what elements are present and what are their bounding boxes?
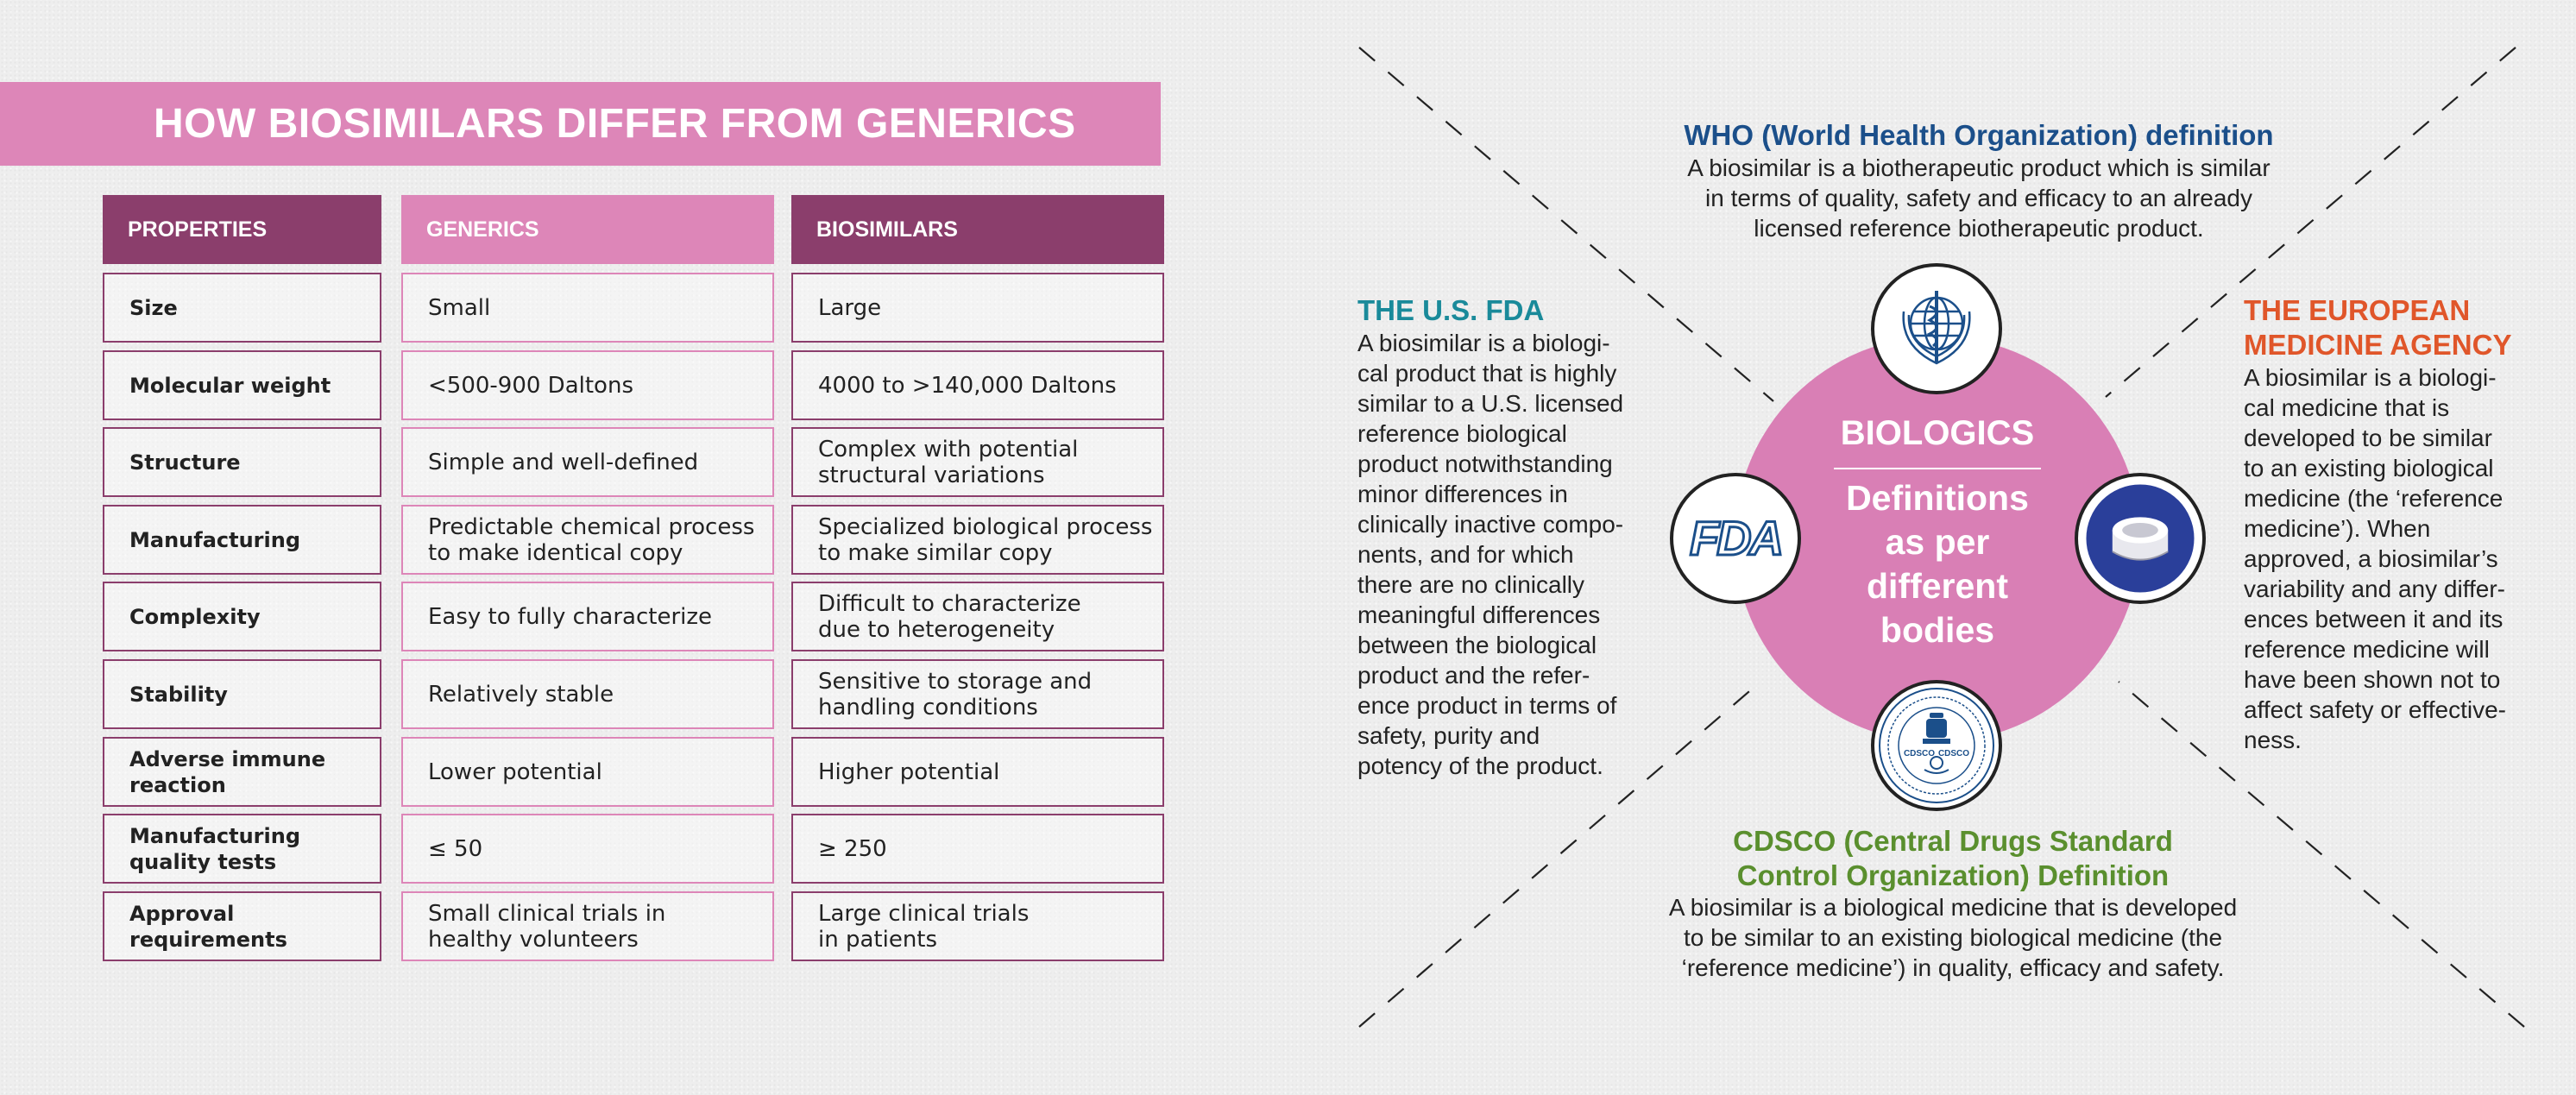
cdsco-badge: CDSCO CDSCO bbox=[1871, 680, 2002, 811]
fda-line: A biosimilar is a biologi- bbox=[1357, 330, 1610, 356]
header-generics: GENERICS bbox=[401, 195, 774, 264]
table-title: HOW BIOSIMILARS DIFFER FROM GENERICS bbox=[154, 101, 1076, 147]
ema-title-line: MEDICINE AGENCY bbox=[2244, 329, 2512, 361]
cell-biosimilars: 4000 to >140,000 Daltons bbox=[791, 350, 1164, 420]
cdsco-seal-icon: CDSCO CDSCO bbox=[1879, 688, 1994, 803]
fda-line: product notwithstanding bbox=[1357, 450, 1613, 477]
who-definition: A biosimilar is a biotherapeutic product… bbox=[1621, 153, 2337, 243]
ema-line: to an existing biological bbox=[2244, 455, 2494, 481]
ema-line: approved, a biosimilar’s bbox=[2244, 545, 2498, 572]
fda-title: THE U.S. FDA bbox=[1357, 294, 1545, 326]
cell-biosimilars: Higher potential bbox=[791, 737, 1164, 807]
cdsco-seal-text-left: CDSCO bbox=[1904, 749, 1935, 758]
ema-line: reference medicine will bbox=[2244, 636, 2490, 663]
fda-line: nents, and for which bbox=[1357, 541, 1574, 568]
cell-property: Manufacturing quality tests bbox=[103, 814, 381, 884]
cdsco-title-line: Control Organization) Definition bbox=[1736, 859, 2170, 891]
cdsco-line: A biosimilar is a biological medicine th… bbox=[1668, 894, 2238, 921]
header-biosimilars: BIOSIMILARS bbox=[791, 195, 1164, 264]
ema-line: ences between it and its bbox=[2244, 606, 2504, 632]
biologics-circle bbox=[1735, 337, 2140, 742]
center-title: BIOLOGICS bbox=[1840, 414, 2035, 452]
cell-property: Complexity bbox=[103, 582, 381, 651]
cell-generics: ≤ 50 bbox=[401, 814, 774, 884]
cell-biosimilars: Sensitive to storage and handling condit… bbox=[791, 659, 1164, 729]
fda-line: cal product that is highly bbox=[1357, 360, 1617, 387]
dash-line-bottom-left bbox=[1358, 681, 1761, 1028]
cdsco-line: ‘reference medicine’) in quality, effica… bbox=[1681, 954, 2225, 981]
cell-biosimilars: Complex with potential structural variat… bbox=[791, 427, 1164, 497]
cell-generics: Small bbox=[401, 273, 774, 343]
fda-line: between the biological bbox=[1357, 632, 1597, 658]
cell-generics: Relatively stable bbox=[401, 659, 774, 729]
fda-line: similar to a U.S. licensed bbox=[1357, 390, 1624, 417]
who-line: in terms of quality, safety and efficacy… bbox=[1705, 185, 2252, 211]
cell-property: Manufacturing bbox=[103, 505, 381, 575]
center-divider bbox=[1834, 468, 2041, 469]
fda-logo-text: FDA bbox=[1690, 511, 1781, 565]
cell-property: Molecular weight bbox=[103, 350, 381, 420]
cell-generics: <500-900 Daltons bbox=[401, 350, 774, 420]
cdsco-line: to be similar to an existing biological … bbox=[1683, 924, 2223, 951]
cell-generics: Small clinical trials in healthy volunte… bbox=[401, 891, 774, 961]
who-title: WHO (World Health Organization) definiti… bbox=[1684, 119, 2274, 151]
ema-line: cal medicine that is bbox=[2244, 394, 2450, 421]
fda-line: product and the refer- bbox=[1357, 662, 1590, 689]
ema-title: THE EUROPEAN MEDICINE AGENCY bbox=[2244, 293, 2511, 362]
cell-biosimilars: Large bbox=[791, 273, 1164, 343]
cell-generics: Predictable chemical process to make ide… bbox=[401, 505, 774, 575]
fda-line: reference biological bbox=[1357, 420, 1567, 447]
header-properties: PROPERTIES bbox=[103, 195, 381, 264]
cell-generics: Lower potential bbox=[401, 737, 774, 807]
ema-title-line: THE EUROPEAN bbox=[2244, 294, 2471, 326]
dash-line-top-right bbox=[2105, 47, 2516, 398]
who-line: licensed reference biotherapeutic produc… bbox=[1754, 215, 2204, 242]
dash-line-bottom-right bbox=[2118, 681, 2525, 1028]
cell-biosimilars: Difficult to characterize due to heterog… bbox=[791, 582, 1164, 651]
cell-property: Approval requirements bbox=[103, 891, 381, 961]
ema-line: affect safety or effective- bbox=[2244, 696, 2507, 723]
cdsco-seal-text-right: CDSCO bbox=[1938, 749, 1969, 758]
fda-definition: A biosimilar is a biologi- cal product t… bbox=[1357, 328, 1651, 781]
fda-badge: FDA bbox=[1670, 473, 1801, 604]
ema-line: medicine’). When bbox=[2244, 515, 2431, 542]
fda-line: potency of the product. bbox=[1357, 752, 1603, 779]
fda-line: minor differences in bbox=[1357, 481, 1568, 507]
ema-line: ness. bbox=[2244, 727, 2302, 753]
dash-line-top-left bbox=[1358, 47, 1774, 402]
cell-property: Size bbox=[103, 273, 381, 343]
who-line: A biosimilar is a biotherapeutic product… bbox=[1687, 154, 2271, 181]
center-subtitle: Definitions as per different bodies bbox=[1846, 478, 2029, 650]
fda-line: there are no clinically bbox=[1357, 571, 1585, 598]
dashed-cross-lines bbox=[1358, 47, 2525, 1028]
ema-definition: A biosimilar is a biologi- cal medicine … bbox=[2244, 362, 2554, 755]
table-title-bar: HOW BIOSIMILARS DIFFER FROM GENERICS bbox=[0, 82, 1161, 166]
fda-logo-icon: FDA bbox=[1688, 510, 1785, 567]
cell-property: Adverse immune reaction bbox=[103, 737, 381, 807]
fda-line: ence product in terms of bbox=[1357, 692, 1617, 719]
ema-line: medicine (the ‘reference bbox=[2244, 485, 2504, 512]
cell-biosimilars: Large clinical trials in patients bbox=[791, 891, 1164, 961]
cell-property: Stability bbox=[103, 659, 381, 729]
who-badge bbox=[1871, 263, 2002, 394]
fda-line: clinically inactive compo- bbox=[1357, 511, 1624, 538]
ema-line: variability and any differ- bbox=[2244, 576, 2505, 602]
who-emblem-icon bbox=[1902, 291, 1971, 365]
ema-line: A biosimilar is a biologi- bbox=[2244, 364, 2497, 391]
cell-property: Structure bbox=[103, 427, 381, 497]
fda-line: meaningful differences bbox=[1357, 601, 1601, 628]
cell-generics: Simple and well-defined bbox=[401, 427, 774, 497]
cell-biosimilars: ≥ 250 bbox=[791, 814, 1164, 884]
cdsco-definition: A biosimilar is a biological medicine th… bbox=[1603, 892, 2302, 983]
ema-line: developed to be similar bbox=[2244, 425, 2492, 451]
ema-logo-icon bbox=[2086, 484, 2195, 593]
cell-biosimilars: Specialized biological process to make s… bbox=[791, 505, 1164, 575]
cdsco-title: CDSCO (Central Drugs Standard Control Or… bbox=[1638, 824, 2268, 893]
cell-generics: Easy to fully characterize bbox=[401, 582, 774, 651]
ema-badge bbox=[2075, 473, 2206, 604]
ema-line: have been shown not to bbox=[2244, 666, 2501, 693]
cdsco-title-line: CDSCO (Central Drugs Standard bbox=[1733, 825, 2173, 857]
fda-line: safety, purity and bbox=[1357, 722, 1540, 749]
